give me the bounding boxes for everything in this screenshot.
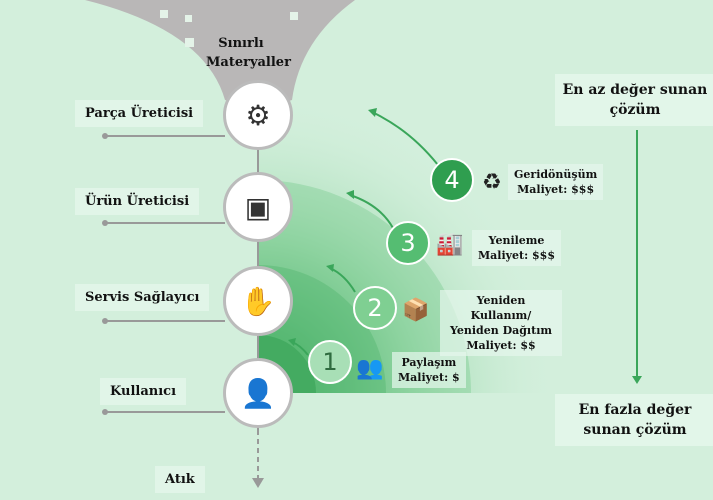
waste-label: Atık — [155, 466, 205, 493]
funnel-shape — [85, 0, 355, 110]
least-value-label: En az değer sunan çözüm — [555, 74, 713, 126]
boxes-icon: 📦 — [402, 298, 430, 323]
limited-materials-label: Sınırlı Materyaller — [206, 36, 291, 70]
loop-cost: Maliyet: $$ — [466, 339, 536, 352]
loop-title: Yeniden Kullanım/ Yeniden Dağıtım — [449, 294, 553, 337]
stage-label: Servis Sağlayıcı — [75, 284, 210, 311]
factory-icon: 🏭 — [436, 232, 464, 257]
stage-label: Parça Üreticisi — [75, 100, 204, 127]
loop-number-3: 3 — [386, 221, 430, 265]
loop-title: Paylaşım — [401, 356, 457, 369]
stage-label: Ürün Üreticisi — [75, 188, 200, 215]
hand-box-icon: ✋ — [223, 266, 293, 336]
loop-cost: Maliyet: $ — [398, 371, 460, 384]
user-icon: 👤 — [223, 358, 293, 428]
loop-cost: Maliyet: $$$ — [517, 183, 595, 196]
people-icon: 👥 — [356, 356, 384, 381]
loop-area-3 — [258, 180, 471, 393]
loop-title: Yenileme — [488, 234, 545, 247]
box-icon: ▣ — [223, 172, 293, 242]
gears-icon: ⚙ — [223, 80, 293, 150]
loop-number-1: 1 — [308, 340, 352, 384]
stage-label: Kullanıcı — [100, 378, 187, 405]
loop-number-2: 2 — [353, 286, 397, 330]
recycle-icon: ♻ — [482, 170, 502, 195]
loop-number-4: 4 — [430, 158, 474, 202]
loop-title: Geridönüşüm — [514, 168, 598, 181]
most-value-label: En fazla değer sunan çözüm — [555, 394, 713, 446]
loop-cost: Maliyet: $$$ — [478, 249, 555, 262]
